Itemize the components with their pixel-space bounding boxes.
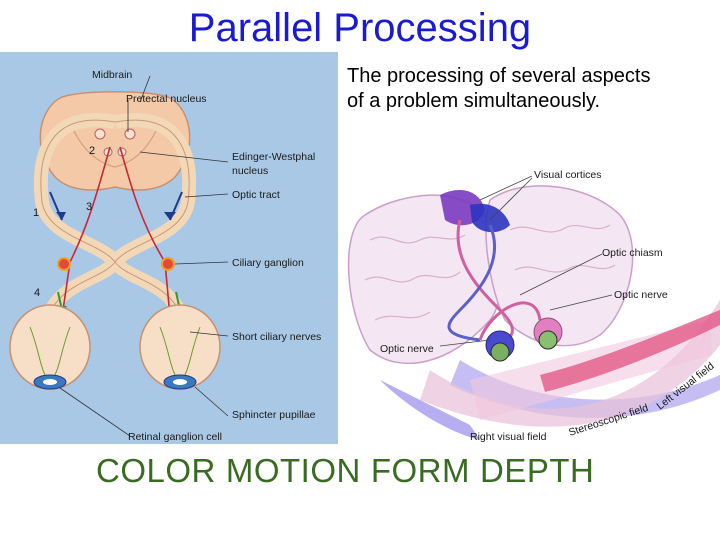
label-midbrain: Midbrain bbox=[92, 69, 132, 81]
label-ciliary-ganglion: Ciliary ganglion bbox=[232, 257, 304, 269]
label-optic-nerve-right: Optic nerve bbox=[614, 289, 668, 301]
marker-number: 3 bbox=[86, 201, 92, 213]
label-sphincter: Sphincter pupillae bbox=[232, 409, 316, 421]
pupillary-reflex-diagram: 1 2 3 4 Midbrain Pretectal nucleus Eding… bbox=[0, 52, 343, 444]
definition-line: of a problem simultaneously. bbox=[347, 90, 601, 112]
label-optic-nerve-left: Optic nerve bbox=[380, 343, 434, 355]
definition-line: The processing of several aspects bbox=[347, 65, 651, 87]
label-retinal-ganglion: Retinal ganglion cell bbox=[128, 431, 222, 443]
label-optic-chiasm: Optic chiasm bbox=[602, 247, 663, 259]
slide-title: Parallel Processing bbox=[188, 6, 532, 50]
marker-number: 2 bbox=[89, 145, 95, 157]
label-visual-cortices: Visual cortices bbox=[534, 169, 602, 181]
definition-text: The processing of several aspects of a p… bbox=[347, 64, 717, 114]
label-edinger-westphal: Edinger-Westphal bbox=[232, 151, 315, 163]
visual-pathway-diagram: Visual cortices Optic chiasm Optic nerve… bbox=[347, 169, 720, 443]
aspect-motion: MOTION bbox=[225, 452, 361, 489]
label-optic-tract: Optic tract bbox=[232, 189, 280, 201]
aspect-form: FORM bbox=[370, 452, 470, 489]
label-pretectal: Pretectal nucleus bbox=[126, 93, 207, 105]
aspect-color: COLOR bbox=[96, 452, 216, 489]
marker-number: 1 bbox=[33, 207, 39, 219]
label-right-visual-field: Right visual field bbox=[470, 431, 547, 443]
midbrain-shape bbox=[39, 91, 191, 191]
label-short-ciliary: Short ciliary nerves bbox=[232, 331, 321, 343]
right-hemisphere bbox=[485, 185, 634, 347]
aspect-depth: DEPTH bbox=[480, 452, 595, 489]
marker-number: 4 bbox=[34, 287, 40, 299]
label-nucleus: nucleus bbox=[232, 165, 268, 177]
